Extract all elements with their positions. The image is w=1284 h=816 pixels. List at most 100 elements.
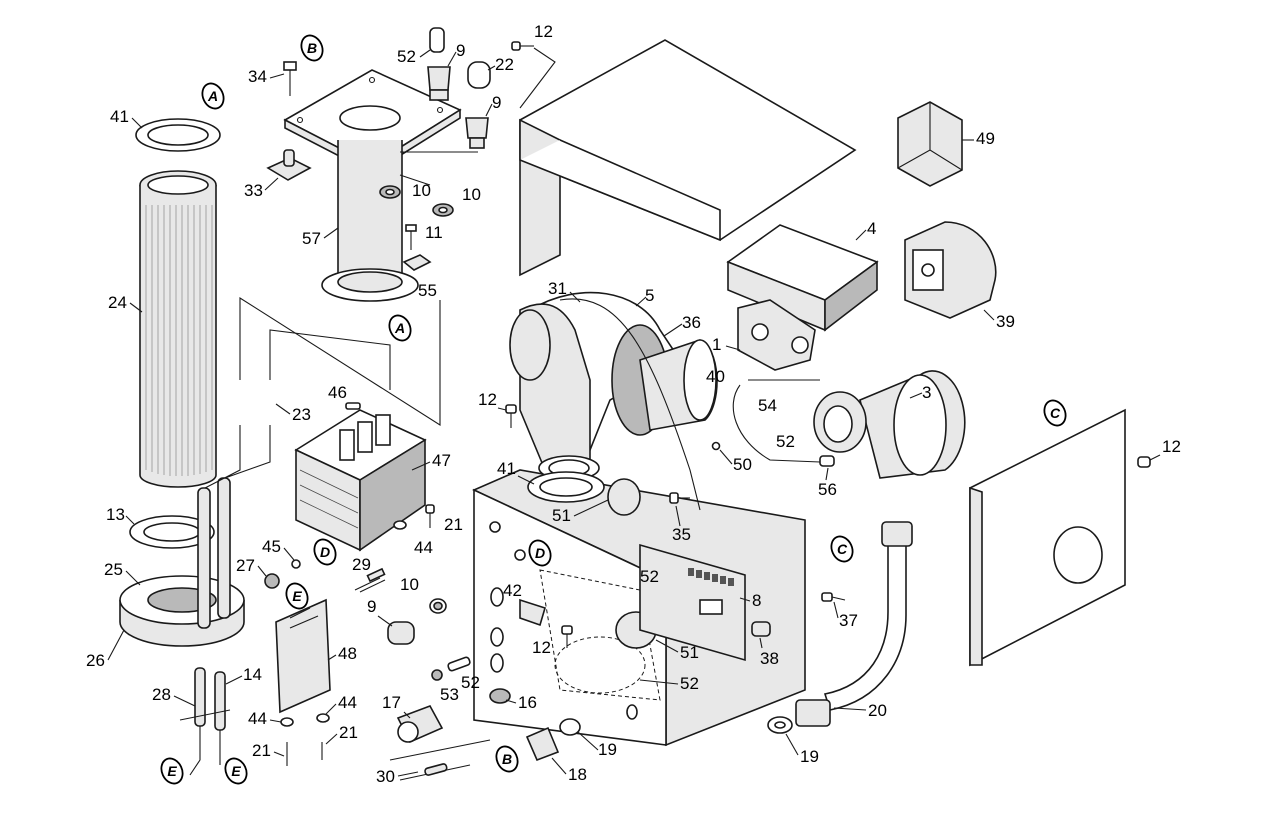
label-10-washer-3: 10 — [400, 575, 419, 594]
label-25-plate: 25 — [104, 560, 123, 579]
label-22-sleeve: 22 — [495, 55, 514, 74]
label-30-cable: 30 — [376, 767, 395, 786]
blast-tube-flange — [266, 27, 556, 302]
label-29-cable: 29 — [352, 555, 371, 574]
housing-cover — [519, 39, 857, 277]
svg-text:B: B — [307, 40, 317, 56]
label-10-washer-2: 10 — [462, 185, 481, 204]
label-9-gland-3: 9 — [367, 597, 376, 616]
ref-d-plate: D — [528, 539, 552, 567]
label-50-screw: 50 — [733, 455, 752, 474]
label-20-hose: 20 — [868, 701, 887, 720]
label-3-motor: 3 — [922, 383, 931, 402]
svg-text:C: C — [837, 541, 848, 557]
label-35-screw: 35 — [672, 525, 691, 544]
label-33-clip: 33 — [244, 181, 263, 200]
label-48-cover: 48 — [338, 644, 357, 663]
label-46-part: 46 — [328, 383, 347, 402]
wiring-routes — [239, 151, 478, 427]
ref-a-bottom: A — [388, 314, 412, 342]
label-44-washer-2: 44 — [248, 709, 267, 728]
label-17-gland: 17 — [382, 693, 401, 712]
svg-text:A: A — [207, 88, 218, 104]
svg-text:D: D — [535, 545, 545, 561]
label-41-gasket-2: 41 — [497, 459, 516, 478]
label-56-connector: 56 — [818, 480, 837, 499]
svg-text:E: E — [167, 763, 177, 779]
label-21-screw-3: 21 — [339, 723, 358, 742]
svg-text:E: E — [292, 588, 302, 604]
label-9-gland: 9 — [456, 41, 465, 60]
label-12-screw-lower: 12 — [532, 638, 551, 657]
oil-pump-assembly — [726, 101, 997, 371]
label-42-nipple: 42 — [503, 581, 522, 600]
ref-b-top: B — [300, 34, 324, 62]
label-52-cable-2: 52 — [461, 673, 480, 692]
label-44-washer: 44 — [414, 538, 433, 557]
label-12-screw-panel: 12 — [1162, 437, 1181, 456]
label-53-part: 53 — [440, 685, 459, 704]
label-23-terminal: 23 — [292, 405, 311, 424]
label-18-fitting: 18 — [568, 765, 587, 784]
motor-and-hose — [732, 370, 966, 734]
label-19-washer: 19 — [598, 740, 617, 759]
label-38-part: 38 — [760, 649, 779, 668]
label-13-gasket: 13 — [106, 505, 125, 524]
label-37-screw: 37 — [839, 611, 858, 630]
svg-text:B: B — [502, 751, 512, 767]
side-panel — [969, 408, 1151, 667]
svg-text:E: E — [231, 763, 241, 779]
label-8-board: 8 — [752, 591, 761, 610]
burner-housing-plate — [472, 441, 806, 747]
label-51-switch: 51 — [552, 506, 571, 525]
ref-c-panel: C — [1043, 399, 1067, 427]
ref-d-transformer: D — [313, 538, 337, 566]
cover-bracket — [275, 598, 331, 766]
ref-a-top: A — [201, 82, 225, 110]
svg-text:A: A — [394, 320, 405, 336]
label-16-gasket: 16 — [518, 693, 537, 712]
label-10-washer: 10 — [412, 181, 431, 200]
label-41-gasket: 41 — [110, 107, 129, 126]
part-number-labels: 41 24 13 25 26 28 14 34 33 57 52 9 22 9 … — [86, 22, 1181, 786]
ignition-transformer — [264, 402, 435, 593]
label-34-screw: 34 — [248, 67, 267, 86]
fan-housing — [505, 291, 718, 511]
label-19-washer-2: 19 — [800, 747, 819, 766]
label-4-pump-cover: 4 — [867, 219, 876, 238]
ref-e-electrode-right: E — [224, 757, 248, 785]
label-54-cable: 54 — [758, 396, 777, 415]
label-5-fan: 5 — [645, 286, 654, 305]
label-24-tube: 24 — [108, 293, 127, 312]
combustion-tube-assembly — [119, 118, 271, 776]
label-52-cable-4: 52 — [680, 674, 699, 693]
label-31-housing: 31 — [548, 279, 567, 298]
label-57-flange: 57 — [302, 229, 321, 248]
label-39-coupling: 39 — [996, 312, 1015, 331]
label-52-cable-5: 52 — [776, 432, 795, 451]
label-28-electrode: 28 — [152, 685, 171, 704]
label-52-cable-3: 52 — [640, 567, 659, 586]
lower-fittings — [387, 598, 581, 781]
ref-e-electrode-left: E — [160, 757, 184, 785]
label-12-screw-fan: 12 — [478, 390, 497, 409]
label-36-flange: 36 — [682, 313, 701, 332]
label-11-screw: 11 — [425, 223, 443, 242]
label-52-cable: 52 — [397, 47, 416, 66]
label-47-transformer: 47 — [432, 451, 451, 470]
label-21-screw-2: 21 — [252, 741, 271, 760]
label-44-washer-3: 44 — [338, 693, 357, 712]
label-12-screw-top: 12 — [534, 22, 553, 41]
label-27-nut: 27 — [236, 556, 255, 575]
label-9-gland-2: 9 — [492, 93, 501, 112]
label-51-switch-2: 51 — [680, 643, 699, 662]
label-14-electrode: 14 — [243, 665, 262, 684]
label-26-plate: 26 — [86, 651, 105, 670]
ref-c-housing: C — [830, 535, 854, 563]
label-55-clip: 55 — [418, 281, 437, 300]
ref-e-bracket: E — [285, 582, 309, 610]
label-21-screw: 21 — [444, 515, 463, 534]
label-45-washer: 45 — [262, 537, 281, 556]
label-49-part: 49 — [976, 129, 995, 148]
